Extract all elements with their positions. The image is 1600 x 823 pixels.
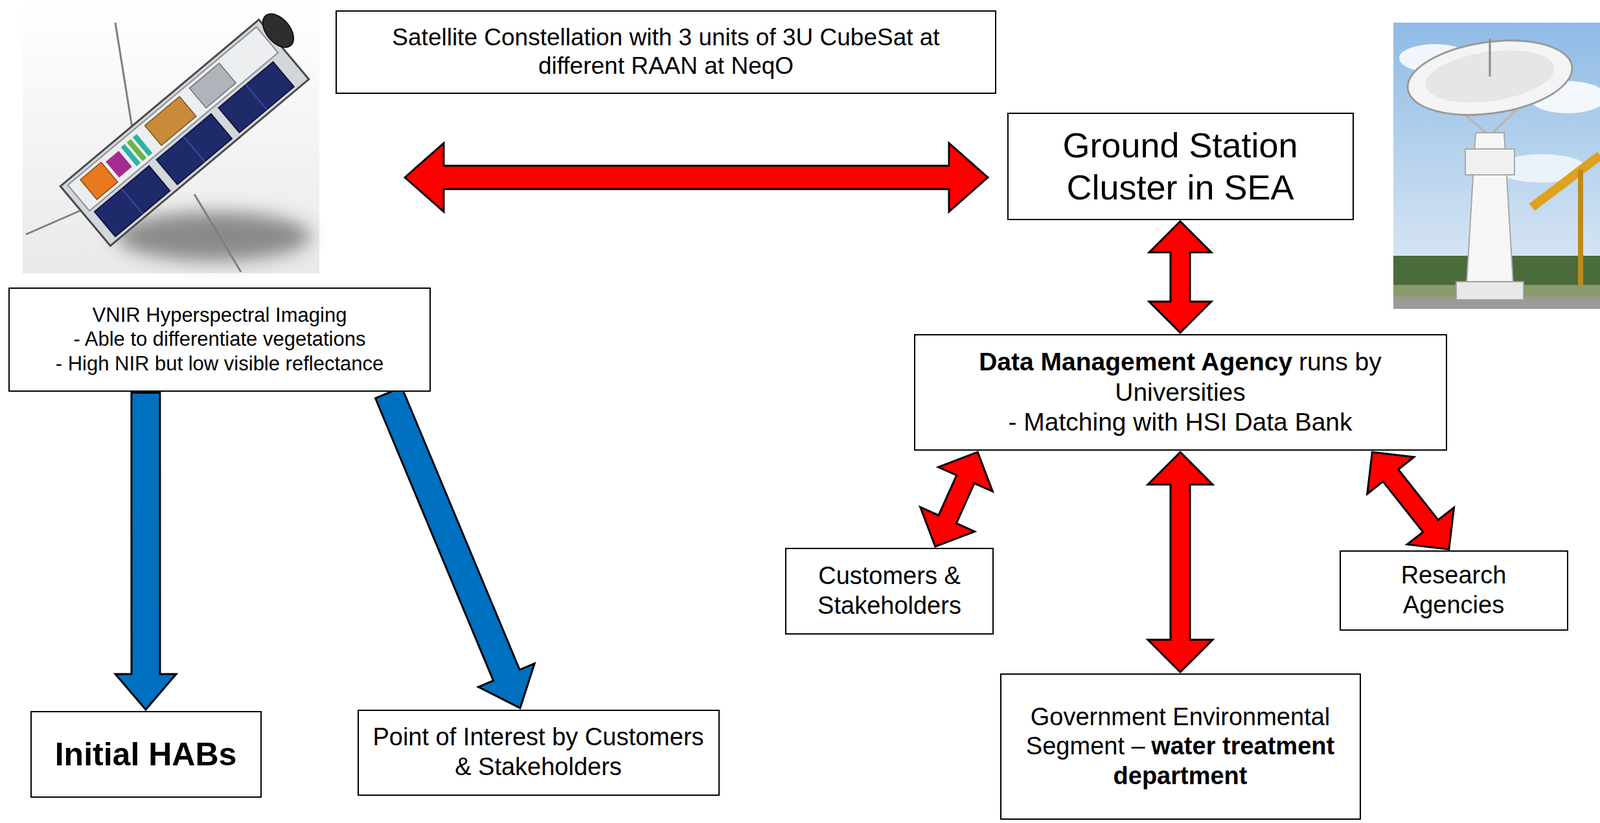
target-box: Initial HABs — [30, 711, 262, 799]
text-line: - High NIR but low visible reflectance — [55, 351, 385, 376]
block-arrow — [1367, 452, 1455, 550]
box-text: Ground Station Cluster in SEA — [1062, 125, 1298, 207]
box-text: - High NIR but low visible reflectance — [55, 352, 385, 376]
ground-station-photo — [1393, 22, 1600, 309]
box-text: Initial HABs — [55, 736, 238, 773]
block-arrow — [375, 387, 536, 709]
payload-box: VNIR Hyperspectral Imaging- Able to diff… — [8, 287, 431, 392]
stakeholder-box: Customers & Stakeholders — [785, 548, 994, 635]
text-line: Research Agencies — [1349, 560, 1558, 620]
text-line: Data Management Agencyruns by Universiti… — [926, 347, 1435, 409]
box-text: Customers & Stakeholders — [817, 562, 962, 620]
text-line: VNIR Hyperspectral Imaging — [92, 303, 348, 328]
box-text: - Able to differentiate vegetations — [73, 327, 366, 351]
block-arrow — [920, 452, 994, 547]
box-text: Satellite Constellation with 3 units of … — [391, 23, 940, 80]
text-line: Initial HABs — [55, 735, 238, 775]
text-line: - Able to differentiate vegetations — [73, 327, 366, 352]
box-text: water treatment department — [1113, 732, 1336, 790]
box-text: Research Agencies — [1401, 561, 1507, 619]
box-text: Point of Interest by Customers & Stakeho… — [372, 723, 704, 781]
target-box: Point of Interest by Customers & Stakeho… — [357, 709, 720, 797]
text-line: Government Environmental Segment –water … — [1011, 702, 1350, 792]
block-arrow — [115, 393, 177, 711]
text-line: Point of Interest by Customers & Stakeho… — [369, 722, 709, 782]
text-line: Ground Station Cluster in SEA — [1018, 124, 1343, 209]
text-line: - Matching with HSI Data Bank — [1007, 407, 1352, 438]
research-box: Research Agencies — [1339, 550, 1569, 631]
cubesat-illustration — [22, 0, 324, 274]
block-arrow — [1147, 452, 1213, 673]
block-arrow — [1149, 221, 1212, 333]
title-box: Satellite Constellation with 3 units of … — [335, 10, 997, 94]
agency-box: Data Management Agencyruns by Universiti… — [914, 334, 1448, 451]
box-text: Data Management Agency — [978, 347, 1293, 376]
ground-station-box: Ground Station Cluster in SEA — [1007, 112, 1354, 221]
government-box: Government Environmental Segment –water … — [1000, 673, 1361, 821]
box-text: - Matching with HSI Data Bank — [1007, 408, 1352, 436]
box-text: VNIR Hyperspectral Imaging — [92, 303, 348, 327]
text-line: Customers & Stakeholders — [795, 561, 984, 621]
satellite-link-arrow — [404, 143, 988, 212]
text-line: Satellite Constellation with 3 units of … — [348, 23, 984, 81]
